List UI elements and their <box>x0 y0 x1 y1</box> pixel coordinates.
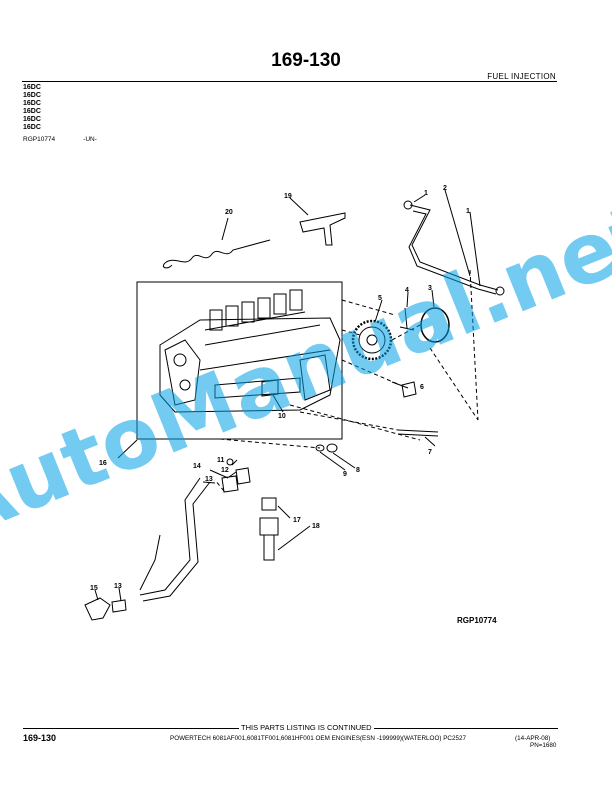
callout-16: 16 <box>99 460 107 467</box>
callout-1: 1 <box>466 208 470 215</box>
model-code: 16DC <box>23 84 41 91</box>
callout-11: 11 <box>217 457 225 464</box>
fitting-part-6 <box>401 381 417 398</box>
bracket-part-19 <box>299 212 346 246</box>
footer-description: POWERTECH 6081AF001,6081TF001,6081HF001 … <box>170 735 466 742</box>
header-rule <box>22 81 557 82</box>
callout-17: 17 <box>293 517 301 524</box>
callout-10: 10 <box>278 413 286 420</box>
callout-19: 19 <box>284 193 292 200</box>
model-code: 16DC <box>23 100 41 107</box>
continued-text: THIS PARTS LISTING IS CONTINUED <box>239 723 374 732</box>
callout-12: 12 <box>221 467 229 474</box>
exploded-parts-diagram: 1 1 2 3 4 5 6 7 8 9 10 11 12 13 13 14 15… <box>84 185 505 621</box>
page-title: 169-130 <box>271 50 341 71</box>
callout-20: 20 <box>225 209 233 216</box>
model-code: 16DC <box>23 116 41 123</box>
fitting-part-13 <box>221 475 239 493</box>
fuel-line-part-14 <box>139 477 201 596</box>
callout-14: 14 <box>193 463 201 470</box>
callout-8: 8 <box>356 467 360 474</box>
section-label: FUEL INJECTION <box>487 72 556 81</box>
spring-part-20 <box>164 239 271 264</box>
figure-ref-suffix: -UN- <box>83 136 97 143</box>
callout-7: 7 <box>428 449 432 456</box>
fitting-part-15 <box>84 597 111 621</box>
footer-pn: PN=1680 <box>530 742 557 749</box>
stud-part-7 <box>397 429 439 437</box>
model-code: 16DC <box>23 124 41 131</box>
figure-ref-code: RGP10774 <box>23 136 56 143</box>
figure-label: RGP10774 <box>457 616 497 625</box>
bolt-part-18 <box>259 497 279 561</box>
model-codes: 16DC 16DC 16DC 16DC 16DC 16DC <box>23 84 41 132</box>
callout-9: 9 <box>343 471 347 478</box>
fuel-line-part-2 <box>409 204 499 291</box>
callout-1: 1 <box>424 190 428 197</box>
callout-13: 13 <box>205 476 213 483</box>
callout-13: 13 <box>114 583 122 590</box>
callout-2: 2 <box>443 185 447 192</box>
injection-pump-illustration <box>159 289 341 413</box>
footer-page-number: 169-130 <box>23 733 57 743</box>
o-ring-part-3 <box>420 307 450 343</box>
model-code: 16DC <box>23 108 41 115</box>
callout-18: 18 <box>312 523 320 530</box>
callout-3: 3 <box>428 285 432 292</box>
callout-6: 6 <box>420 384 424 391</box>
continued-notice: THIS PARTS LISTING IS CONTINUED <box>23 723 558 733</box>
model-code: 16DC <box>23 92 41 99</box>
gear-part-5 <box>351 319 393 361</box>
figure-reference: RGP10774 -UN- <box>23 136 97 143</box>
callout-15: 15 <box>90 585 98 592</box>
callout-4: 4 <box>405 287 409 294</box>
footer-date: (14-APR-08) <box>515 735 551 742</box>
callout-5: 5 <box>378 295 382 302</box>
